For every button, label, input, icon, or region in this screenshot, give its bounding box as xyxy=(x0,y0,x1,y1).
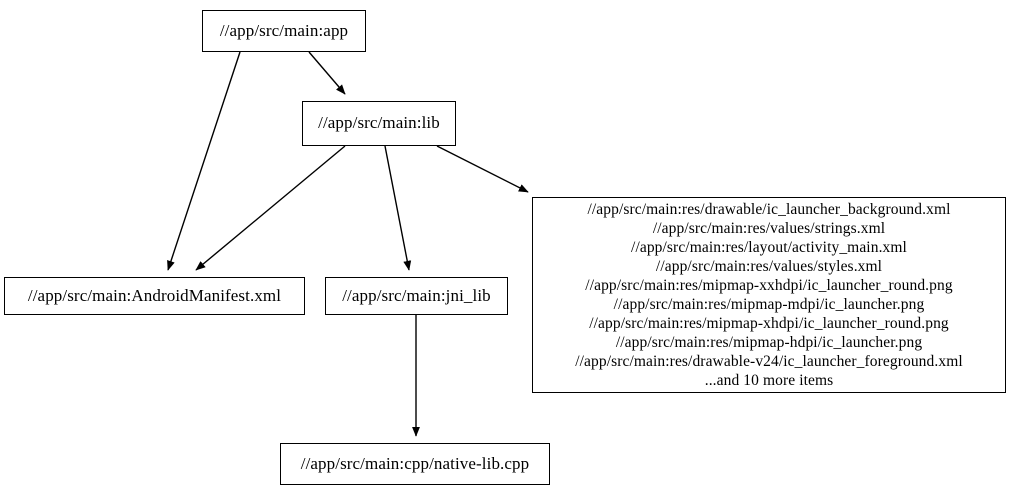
graph-edge-app-to-manifest xyxy=(167,51,241,271)
graph-node-native-lib-cpp[interactable]: //app/src/main:cpp/native-lib.cpp xyxy=(280,443,550,485)
res-group-line: //app/src/main:res/drawable/ic_launcher_… xyxy=(587,200,951,218)
res-group-line: //app/src/main:res/values/strings.xml xyxy=(652,219,886,237)
graph-edge-app-to-lib xyxy=(308,51,346,95)
res-group-line: //app/src/main:res/layout/activity_main.… xyxy=(631,238,907,256)
graph-node-lib[interactable]: //app/src/main:lib xyxy=(302,101,456,146)
graph-node-jni-lib-label: //app/src/main:jni_lib xyxy=(342,285,491,305)
res-group-line: ...and 10 more items xyxy=(704,372,834,390)
graph-node-native-lib-cpp-label: //app/src/main:cpp/native-lib.cpp xyxy=(300,453,530,473)
graph-node-jni-lib[interactable]: //app/src/main:jni_lib xyxy=(325,277,508,315)
graph-node-android-manifest-label: //app/src/main:AndroidManifest.xml xyxy=(27,285,282,305)
res-group-line: //app/src/main:res/mipmap-xhdpi/ic_launc… xyxy=(589,315,949,333)
graph-edge-lib-to-res-group xyxy=(436,145,529,193)
res-group-line: //app/src/main:res/mipmap-hdpi/ic_launch… xyxy=(615,334,923,352)
graph-node-res-group[interactable]: //app/src/main:res/drawable/ic_launcher_… xyxy=(532,197,1006,393)
res-group-line: //app/src/main:res/mipmap-xxhdpi/ic_laun… xyxy=(585,276,953,294)
res-group-line: //app/src/main:res/values/styles.xml xyxy=(655,257,883,275)
graph-edge-lib-to-jni-lib xyxy=(384,145,412,271)
graph-node-app-label: //app/src/main:app xyxy=(219,20,349,40)
graph-node-app[interactable]: //app/src/main:app xyxy=(202,10,366,52)
res-group-line: //app/src/main:res/drawable-v24/ic_launc… xyxy=(575,353,963,371)
graph-node-res-group-label: //app/src/main:res/drawable/ic_launcher_… xyxy=(541,200,997,391)
res-group-line: //app/src/main:res/mipmap-mdpi/ic_launch… xyxy=(613,296,925,313)
graph-edge-lib-to-manifest xyxy=(195,145,346,271)
graph-node-lib-label: //app/src/main:lib xyxy=(318,113,440,133)
graph-node-android-manifest[interactable]: //app/src/main:AndroidManifest.xml xyxy=(4,277,305,315)
